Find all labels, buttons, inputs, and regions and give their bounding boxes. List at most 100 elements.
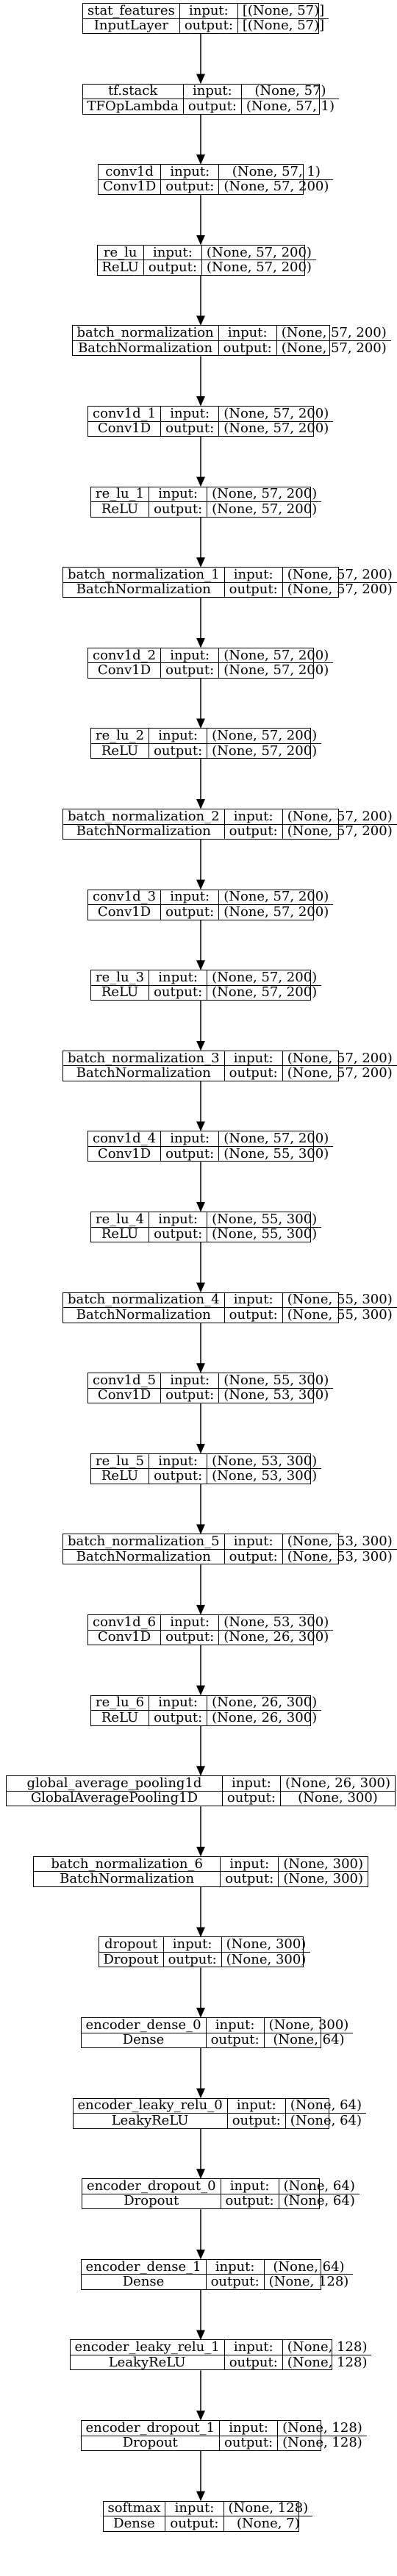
input-label: input: (149, 1696, 207, 1711)
layer-type: ReLU (101, 501, 139, 517)
output-label: output: (154, 743, 203, 759)
shape-cell: (None, 55, 300)(None, 55, 300) (282, 1293, 397, 1323)
layer-type: ReLU (101, 1709, 139, 1725)
output-label: output: (168, 1951, 217, 1967)
layer-type: Dropout (124, 2193, 179, 2209)
shape-cell: (None, 57)(None, 57, 1) (241, 85, 340, 114)
input-label: input: (183, 85, 241, 100)
input-shape: (None, 128) (223, 2502, 313, 2517)
input-label: input: (221, 1857, 279, 1872)
input-label: input: (165, 2502, 223, 2517)
output-shape: (None, 300) (298, 1790, 378, 1806)
output-label: output: (210, 2032, 260, 2048)
input-shape: (None, 57, 200) (201, 246, 316, 261)
shape-cell: (None, 57, 200)(None, 57, 200) (282, 1051, 397, 1081)
input-label: input: (224, 2340, 282, 2355)
output-label: output: (165, 1387, 215, 1403)
io-label-cell: input:output: (165, 2501, 224, 2531)
input-shape: (None, 57, 200) (219, 1131, 334, 1147)
shape-cell: (None, 300)(None, 300) (221, 1937, 311, 1967)
shape-cell: (None, 57, 200)(None, 57, 200) (282, 568, 397, 597)
layer-name: re_lu_5 (91, 1454, 149, 1470)
layer-name: conv1d_5 (88, 1373, 161, 1389)
output-shape: [(None, 57)] (242, 18, 325, 34)
input-label: input: (227, 2099, 285, 2114)
layer-name: batch_normalization_1 (63, 568, 224, 583)
layer-name: encoder_leaky_relu_1 (70, 2340, 224, 2355)
output-shape: (None, 57, 200) (212, 501, 318, 517)
input-label: input: (149, 729, 207, 744)
input-label: input: (143, 246, 201, 261)
output-shape: (None, 57, 200) (223, 421, 329, 437)
io-label-cell: input:output: (149, 729, 208, 759)
layer-type: ReLU (101, 984, 139, 1001)
output-label: output: (232, 2112, 281, 2128)
input-label: input: (218, 326, 276, 341)
layer-name: global_average_pooling1d (7, 1776, 222, 1792)
output-label: output: (223, 340, 272, 356)
layer-name: encoder_dropout_1 (81, 2421, 220, 2436)
output-label: output: (148, 260, 197, 276)
shape-cell: (None, 55, 300)(None, 55, 300) (207, 1212, 322, 1242)
output-label: output: (225, 2193, 274, 2209)
input-shape: (None, 57, 1) (219, 165, 334, 180)
layer-type: LeakyReLU (111, 2112, 189, 2128)
shape-cell: (None, 64)(None, 64) (279, 2179, 360, 2208)
io-label-cell: input:output: (206, 2259, 265, 2289)
shape-cell: (None, 53, 300)(None, 26, 300) (219, 1615, 334, 1645)
io-label-cell: input:output: (224, 2340, 283, 2370)
output-shape: (None, 55, 300) (223, 1145, 329, 1162)
output-shape: (None, 57, 200) (223, 662, 329, 679)
shape-cell: [(None, 57)][(None, 57)] (237, 4, 329, 34)
layer-name: encoder_dense_1 (81, 2260, 206, 2275)
output-label: output: (154, 1468, 203, 1484)
output-label: output: (165, 1145, 215, 1162)
input-label: input: (161, 1131, 219, 1147)
shape-cell: (None, 53, 300)(None, 53, 300) (207, 1454, 322, 1484)
output-label: output: (229, 1548, 278, 1564)
shape-cell: (None, 128)(None, 128) (282, 2340, 372, 2369)
input-shape: (None, 300) (264, 2018, 354, 2033)
output-label: output: (165, 904, 215, 920)
io-label-cell: input:output: (161, 407, 220, 436)
layer-name: re_lu_1 (91, 487, 149, 503)
output-shape: (None, 7) (236, 2515, 300, 2531)
output-shape: (None, 57, 200) (287, 823, 393, 840)
output-shape: (None, 55, 300) (212, 1226, 318, 1242)
layer-type: GlobalAveragePooling1D (30, 1790, 198, 1806)
io-label-cell: input:output: (161, 1615, 220, 1645)
layer-type: Conv1D (97, 421, 151, 437)
output-label: output: (154, 1226, 203, 1242)
layer-type: Conv1D (97, 1145, 151, 1162)
input-label: input: (161, 1615, 219, 1631)
output-shape: (None, 53, 300) (223, 1387, 329, 1403)
layer-name: re_lu_4 (91, 1212, 149, 1228)
output-shape: (None, 26, 300) (212, 1709, 318, 1725)
output-label: output: (225, 1871, 274, 1887)
layer-type: BatchNormalization (60, 1871, 195, 1887)
shape-cell: (None, 57, 200)(None, 55, 300) (219, 1131, 334, 1162)
